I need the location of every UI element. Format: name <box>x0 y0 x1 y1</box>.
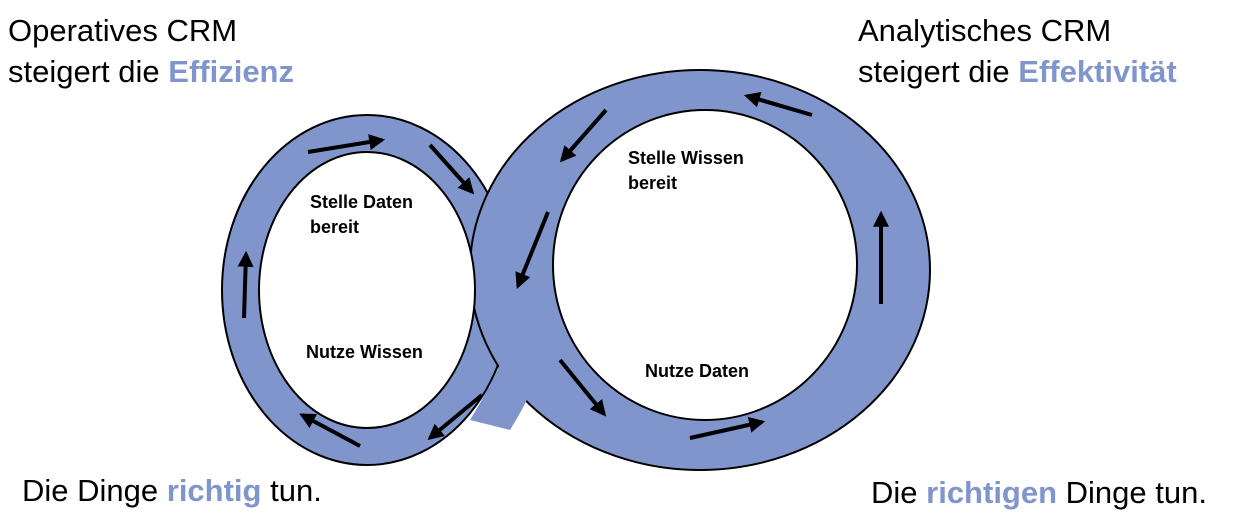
do-things-right-prefix: Die Dinge <box>22 473 167 508</box>
operative-crm-heading: Operatives CRM steigert die Effizienz <box>8 10 294 92</box>
arrow-left-bottom <box>299 413 361 448</box>
right-bottom-label: Nutze Daten <box>645 361 749 381</box>
arrow-left-top <box>307 134 386 154</box>
right-loop-inner <box>552 109 858 421</box>
arrow-right-bottom <box>689 416 766 440</box>
analytical-crm-subtitle-text: steigert die <box>858 54 1019 89</box>
do-right-things-suffix: Dinge tun. <box>1057 475 1207 510</box>
arrow-right-upper-left <box>559 108 608 163</box>
left-loop-inner <box>258 151 476 429</box>
arrow-crossing-down <box>515 211 550 289</box>
efficiency-keyword: Effizienz <box>168 54 294 89</box>
right-top-label-1: Stelle Wissen <box>628 148 744 168</box>
operative-crm-title: Operatives CRM <box>8 13 238 48</box>
left-bottom-label: Nutze Wissen <box>306 342 423 362</box>
left-top-label-2: bereit <box>310 217 359 237</box>
do-things-right-caption: Die Dinge richtig tun. <box>22 470 322 511</box>
do-right-things-caption: Die richtigen Dinge tun. <box>871 472 1207 513</box>
analytical-crm-subtitle: steigert die Effektivität <box>858 51 1177 92</box>
cycle-arrow-icon <box>237 91 889 448</box>
arrow-right-lower-left <box>558 358 607 417</box>
operative-crm-subtitle: steigert die Effizienz <box>8 51 294 92</box>
left-top-label-1: Stelle Daten <box>310 192 413 212</box>
analytical-crm-title: Analytisches CRM <box>858 13 1112 48</box>
richtigen-keyword: richtigen <box>926 475 1058 510</box>
operative-crm-subtitle-text: steigert die <box>8 54 169 89</box>
right-top-label-2: bereit <box>628 173 677 193</box>
analytical-crm-heading: Analytisches CRM steigert die Effektivit… <box>858 10 1177 92</box>
richtig-keyword: richtig <box>166 473 262 508</box>
arrow-left-upper-right <box>428 143 475 195</box>
arrow-left-side-up <box>237 250 254 319</box>
do-right-things-prefix: Die <box>871 475 927 510</box>
do-things-right-suffix: tun. <box>261 473 322 508</box>
arrow-left-lower-right <box>427 393 484 441</box>
arrow-right-top <box>743 91 813 117</box>
effectiveness-keyword: Effektivität <box>1018 54 1177 89</box>
